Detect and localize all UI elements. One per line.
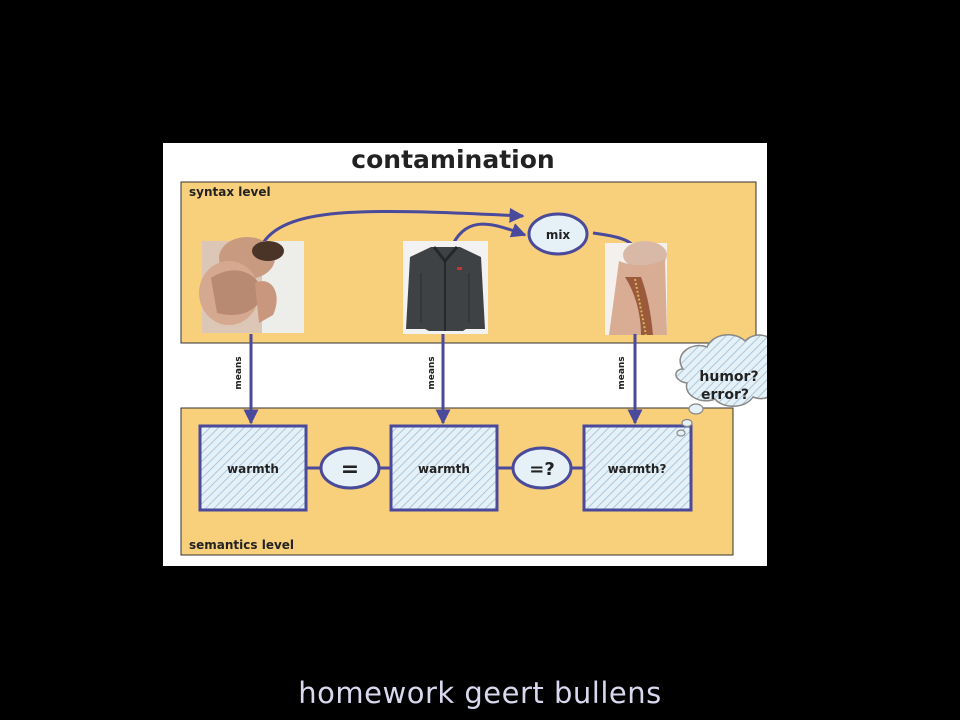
warmth-box-2: [389, 424, 499, 512]
warmth-box-1: [198, 424, 308, 512]
thought-line-humor: humor?: [699, 369, 758, 385]
maybe-equals-symbol: =?: [529, 459, 555, 480]
equals-node: [319, 446, 381, 490]
jacket-to-mix-arrow: [451, 222, 527, 245]
warmth-label-1: warmth: [227, 462, 279, 476]
embracing-couple-photo: [199, 237, 304, 333]
thought-bubble: [675, 334, 767, 437]
warmth-label-2: warmth: [418, 462, 470, 476]
zippered-neck-photo: [605, 241, 667, 336]
diagram-title: contamination: [351, 145, 554, 174]
thought-line-error: error?: [701, 387, 749, 403]
maybe-equals-node: [511, 446, 573, 490]
fleece-jacket-photo: [403, 241, 488, 334]
mix-node: [527, 212, 589, 256]
contamination-diagram: contamination syntax level semantics lev…: [180, 145, 767, 556]
couple-to-mix-arrow: [261, 207, 525, 244]
warmth-label-3: warmth?: [608, 462, 667, 476]
mix-label: mix: [546, 228, 571, 242]
warmth-box-3: [582, 424, 693, 512]
caption: homework geert bullens: [298, 676, 662, 710]
means-label-3: means: [617, 356, 627, 389]
semantics-level-label: semantics level: [189, 538, 294, 552]
slide: contamination syntax level semantics lev…: [163, 143, 767, 566]
means-label-1: means: [234, 356, 244, 389]
means-label-2: means: [427, 356, 437, 389]
equals-symbol: =: [341, 457, 359, 482]
syntax-level-label: syntax level: [189, 185, 271, 199]
